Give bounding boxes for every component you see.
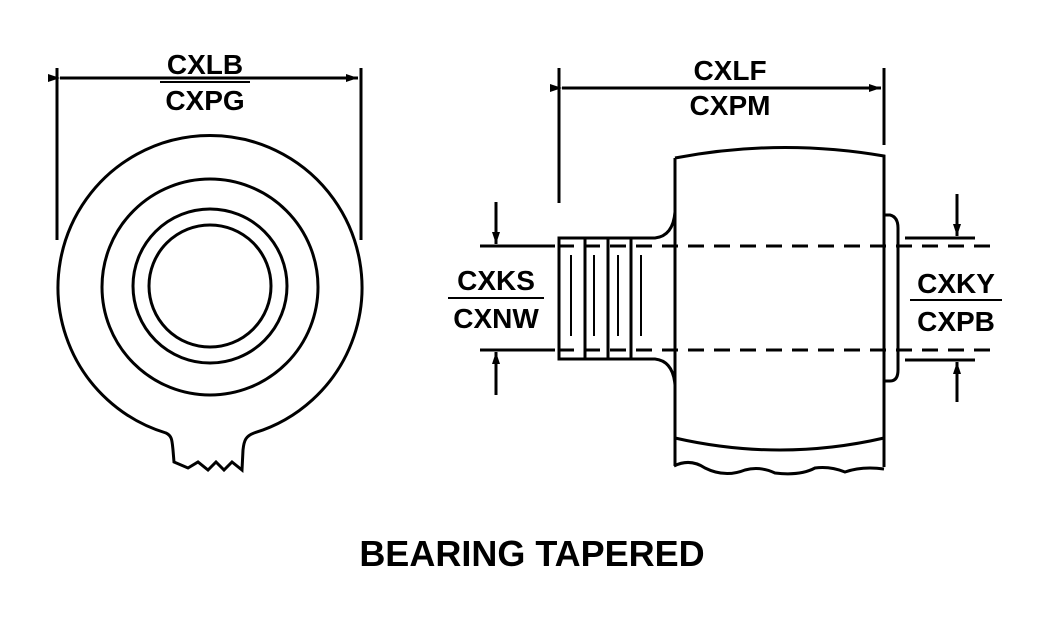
break-line (673, 461, 885, 476)
end-view (48, 68, 364, 474)
inner-race (131, 207, 289, 365)
hub (884, 213, 900, 383)
race-ring (100, 177, 320, 397)
dim-label-cxky: CXKY (917, 268, 995, 299)
dim-label-cxnw: CXNW (453, 303, 539, 334)
bore (147, 223, 273, 349)
roller-bottom-edge (674, 436, 885, 452)
drawing-title: BEARING TAPERED (359, 533, 704, 574)
dim-label-cxpg: CXPG (165, 85, 244, 116)
dim-label-cxlf: CXLF (693, 55, 766, 86)
dim-label-cxlb: CXLB (167, 49, 243, 80)
side-view (160, 68, 1002, 476)
dim-label-cxks: CXKS (457, 265, 535, 296)
dim-label-cxpb: CXPB (917, 306, 995, 337)
outer-race (56, 134, 364, 474)
dim-label-cxpm: CXPM (690, 90, 771, 121)
roller-body (673, 145, 886, 467)
shaft (557, 211, 677, 386)
